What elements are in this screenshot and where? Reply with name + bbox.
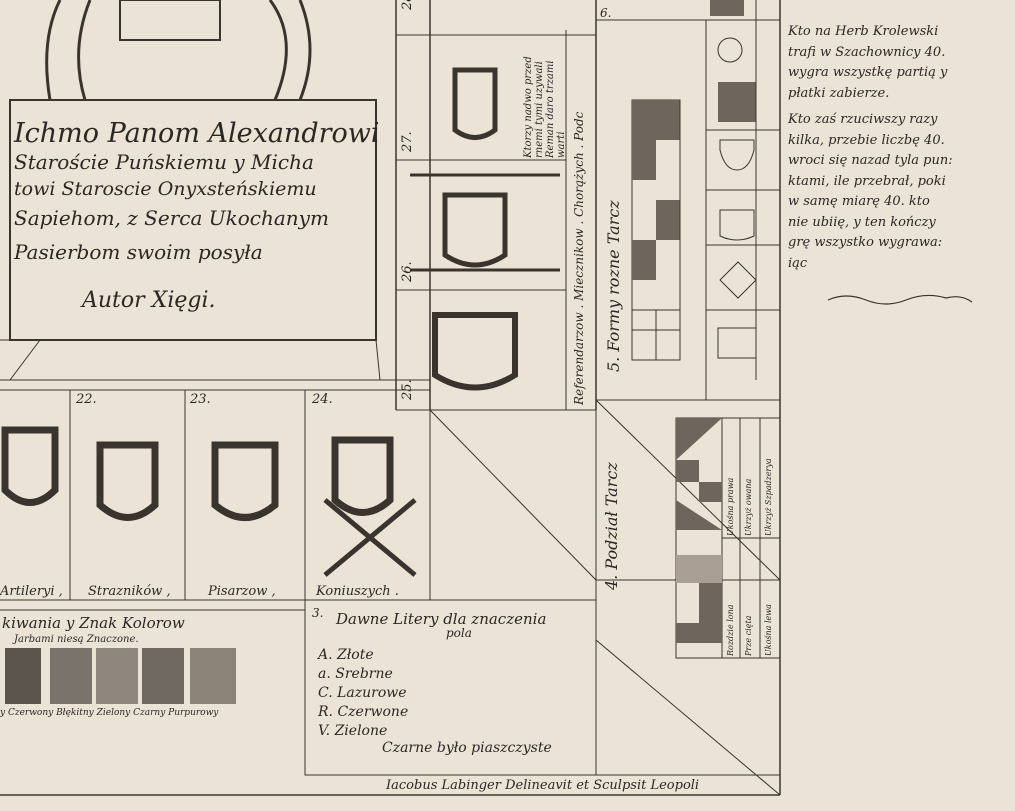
game-rule-line: wygra wszystkę partią y (788, 65, 948, 80)
game-rule-line: grę wszystko wygrawa: (788, 235, 943, 250)
game-rule-line: Kto na Herb Krolewski (788, 24, 939, 39)
letters-title-1: Dawne Litery dla znaczenia (336, 610, 547, 628)
shield-21 (1, 426, 59, 506)
shield-24 (331, 436, 394, 516)
shield-25 (432, 312, 518, 391)
division-label-6: Ukrzyż Szpadzerya (764, 458, 773, 536)
letter-meaning-azure: Lazurowe (337, 685, 407, 701)
dedication-line-3: towi Staroscie Onyxsteńskiemu (14, 178, 317, 200)
shield-23 (211, 441, 279, 521)
letters-note: Czarne było piaszczyste (382, 740, 552, 756)
division-label-3: Ukośna lewa (764, 604, 773, 656)
shield-27 (452, 67, 498, 140)
division-label-4: Ukośna prawa (726, 477, 735, 536)
letters-list: A. Złote a. Srebrne C. Lazurowe R. Czerw… (318, 647, 409, 739)
colors-swatch-labels: y Czerwony Błękitny Zielony Czarny Purpu… (0, 708, 219, 718)
arms-number-24: 24. (312, 392, 333, 407)
game-rule-line: płatki zabierze. (788, 85, 890, 101)
arms-label-artillery: Artileryi , (0, 584, 63, 599)
game-rule-line: iąc (788, 255, 808, 271)
game-rule-line: w samę miarę 40. kto (788, 194, 930, 209)
letters-number: 3. (312, 606, 324, 620)
arms-number-25: 25. (400, 379, 415, 400)
arms-label-clerks: Pisarzow , (208, 584, 276, 599)
colors-title-1: kiwania y Znak Kolorow (2, 614, 185, 632)
shield-division-heading: 4. Podział Tarcz (602, 462, 621, 590)
arms-label-guards: Strazników , (88, 584, 171, 599)
dedication-line-2: Staroście Puńskiemu y Micha (14, 150, 314, 174)
arms-number-22: 22. (76, 392, 97, 407)
shield-22 (96, 441, 159, 521)
dedication-line-1: Ichmo Panom Alexandrowi (14, 118, 380, 149)
side-text-1: Ktorzy nadwo przed rnemi tymi uzywali Re… (523, 56, 567, 158)
supporter-animal-left (45, 0, 92, 101)
colors-title-2: Jarbami niesą Znaczone. (14, 634, 139, 645)
game-rules: Kto na Herb Krolewski trafi w Szachownic… (788, 22, 1008, 274)
game-rule-line: kilka, przebie liczbę 40. (788, 132, 945, 148)
supporter-animal-right (268, 0, 312, 101)
division-label-2: Prze cięta (744, 615, 753, 656)
dedication-line-4: Sapiehom, z Serca Ukochanym (14, 206, 329, 230)
game-rule-line: ktami, ile przebrał, poki (788, 173, 946, 189)
arms-label-equerries: Koniuszych . (316, 584, 399, 599)
crown-shield (119, 0, 221, 41)
engraver-credit: Iacobus Labinger Delineavit et Sculpsit … (386, 778, 700, 793)
flourish-ornament (827, 294, 973, 305)
letter-meaning-red: Czerwone (337, 704, 409, 720)
shield-forms-grid (631, 0, 780, 380)
arms-number-28: 28. (400, 0, 415, 10)
section-six-number: 6. (600, 6, 612, 20)
letter-meaning-green: Zielone (334, 723, 388, 739)
letter-meaning-gold: Złote (337, 647, 374, 663)
game-rule-line: trafi w Szachownicy 40. (788, 44, 946, 60)
game-rule-line: wroci się nazad tyla pun: (788, 153, 953, 168)
shield-division-grid (675, 417, 780, 659)
dedication-line-5: Pasierbom swoim posyła (14, 240, 263, 264)
shield-forms-heading: 5. Formy rozne Tarcz (604, 200, 623, 372)
arms-number-27: 27. (400, 131, 415, 152)
game-rule-line: nie ubiię, y ten kończy (788, 214, 936, 230)
division-label-5: Ukrzyż owana (744, 478, 753, 536)
arms-number-26: 26. (400, 261, 415, 282)
letters-title-2: pola (446, 626, 472, 640)
letter-meaning-silver: Srebrne (335, 666, 393, 682)
colour-swatches (5, 648, 236, 704)
dedication-signature: Autor Xięgi. (82, 288, 216, 313)
game-rule-line: Kto zaś rzuciwszy razy (788, 112, 938, 127)
arms-number-23: 23. (190, 392, 211, 407)
side-text-offices: Referendarzow . Miecznikow . Chorążych .… (572, 111, 586, 405)
shield-26 (442, 192, 508, 268)
division-label-1: Rozdzie lona (726, 604, 735, 656)
